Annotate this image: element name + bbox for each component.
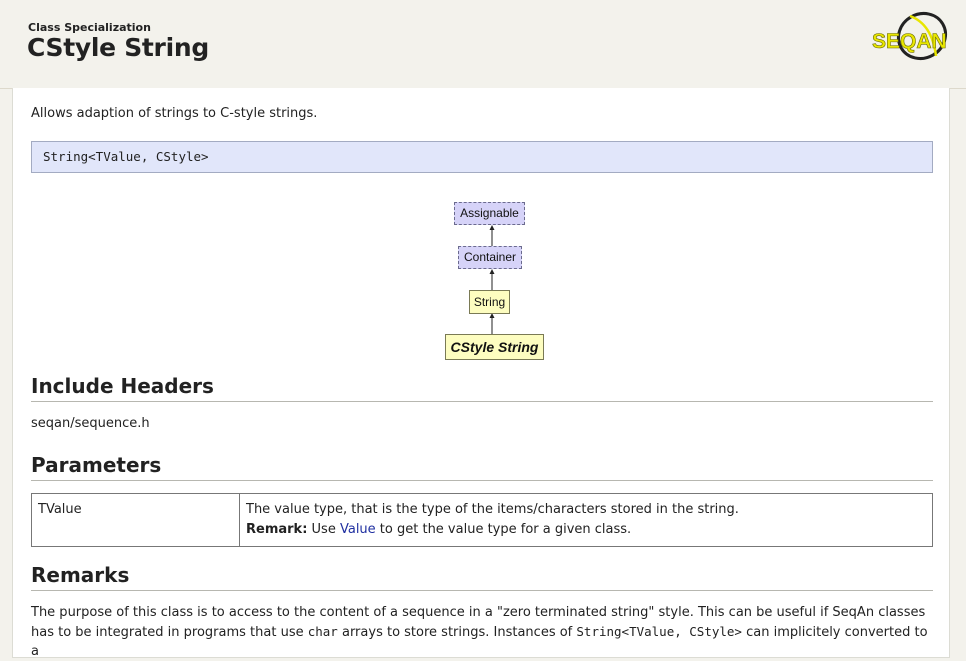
entity-kind-label: Class Specialization [28, 21, 151, 34]
inheritance-edges [489, 225, 495, 337]
remarks-text-2: arrays to store strings. Instances of [337, 625, 577, 640]
remark-pre: Use [307, 522, 340, 537]
param-description: The value type, that is the type of the … [246, 502, 739, 517]
remarks-heading: Remarks [31, 563, 933, 591]
remarks-text-1: The purpose of this class is to access t… [31, 605, 926, 640]
remark-post: to get the value type for a given class. [375, 522, 632, 537]
diagram-node-string[interactable]: String [469, 290, 510, 314]
brief-description: Allows adaption of strings to C-style st… [31, 106, 318, 121]
signature-box: String<TValue, CStyle> [31, 141, 933, 173]
table-row: TValue The value type, that is the type … [31, 493, 933, 547]
diagram-node-assignable[interactable]: Assignable [454, 202, 525, 225]
remarks-code-char: char [307, 624, 338, 639]
page-header: Class Specialization CStyle String SEQAN [0, 0, 966, 89]
param-name: TValue [31, 493, 240, 547]
edge-arrow-cstyle-string [489, 313, 495, 318]
parameters-table: TValue The value type, that is the type … [31, 493, 933, 547]
value-link[interactable]: Value [339, 522, 376, 537]
include-file: seqan/sequence.h [31, 416, 150, 431]
edge-arrow-container-assignable [489, 225, 495, 230]
main-content: Allows adaption of strings to C-style st… [12, 88, 950, 661]
edge-arrow-string-container [489, 269, 495, 274]
logo-text: SEQAN [872, 30, 947, 53]
diagram-node-container[interactable]: Container [458, 246, 522, 269]
seqan-logo[interactable]: SEQAN [870, 10, 952, 64]
remarks-text: The purpose of this class is to access t… [31, 603, 933, 661]
include-headers-heading: Include Headers [31, 374, 933, 402]
diagram-node-cstyle-string: CStyle String [445, 334, 544, 360]
parameters-heading: Parameters [31, 453, 933, 481]
remarks-code-string: String<TValue, CStyle> [576, 624, 742, 639]
remark-label: Remark: [246, 522, 308, 537]
param-description-cell: The value type, that is the type of the … [239, 493, 933, 547]
page-title: CStyle String [27, 33, 209, 62]
param-remark: Remark: Use Value to get the value type … [246, 520, 926, 540]
